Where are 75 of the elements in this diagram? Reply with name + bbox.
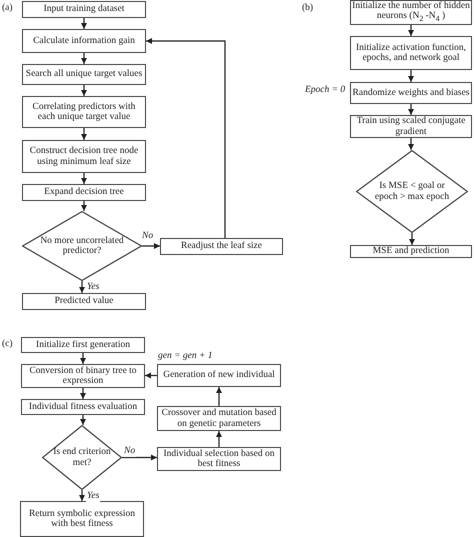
- arrow: [145, 372, 157, 378]
- process-box: [22, 96, 146, 128]
- arrow: [122, 454, 157, 460]
- arrow: [80, 415, 86, 425]
- process-box: [20, 501, 144, 537]
- process-box: [350, 82, 472, 104]
- step-text: Readjust the leaf size: [180, 241, 263, 252]
- step-text: MSE and prediction: [372, 246, 450, 257]
- step-text: Correlating predictors with each unique target value: [32, 102, 136, 122]
- process-box: [22, 1, 146, 18]
- process-box: [22, 64, 146, 85]
- arrow: [146, 38, 226, 238]
- edge-label: Yes: [86, 492, 100, 502]
- arrow: [216, 431, 222, 447]
- panel-label: (a): [2, 4, 13, 14]
- process-box: [160, 238, 283, 255]
- step-text: Initialize first generation: [35, 340, 131, 350]
- arrow: [79, 490, 85, 501]
- arrow: [81, 128, 87, 140]
- step-text: Individual fitness evaluation: [28, 402, 138, 412]
- step-text: Is end criterion met?: [52, 447, 112, 468]
- arrow: [81, 53, 87, 64]
- step-text: Expand decision tree: [43, 187, 125, 198]
- step-text: Train using scaled conjugate gradient: [356, 116, 466, 137]
- process-box: [21, 399, 145, 415]
- step-text: Crossover and mutation based on genetic parameters: [160, 408, 278, 429]
- arrow: [408, 70, 414, 82]
- arrow: [79, 281, 85, 293]
- process-box: [22, 140, 146, 173]
- step-text: Predicted value: [54, 296, 114, 307]
- edge-label: No: [123, 447, 136, 456]
- arrow: [216, 387, 222, 406]
- arrow: [408, 104, 414, 115]
- step-text: Initialize the number of hidden neurons (N$_{2}$ -N$_{4}$ ): [351, 0, 471, 24]
- annotation: gen = gen + 1: [158, 352, 213, 362]
- arrow: [80, 388, 86, 399]
- panel-label: (b): [302, 4, 314, 14]
- step-text: Initialize activation function, epochs, and network goal: [354, 42, 467, 64]
- step-text: Search all unique target values: [24, 69, 144, 80]
- process-box: [157, 447, 281, 471]
- process-box: [350, 115, 472, 138]
- step-text: No more uncorrelated predictor?: [39, 236, 125, 256]
- arrow: [81, 18, 87, 29]
- process-box: [22, 29, 146, 53]
- step-text: Is MSE < goal or epoch > max epoch: [374, 181, 450, 202]
- edge-label: No: [141, 232, 154, 242]
- step-text: Randomize weights and biases: [352, 88, 470, 98]
- arrow: [80, 353, 86, 364]
- step-text: Construct decision tree node using minimum leaf size: [28, 146, 140, 167]
- process-box: [157, 364, 281, 387]
- edge-label: Yes: [86, 283, 100, 292]
- step-text: Conversion of binary tree to expression: [28, 366, 138, 386]
- step-text: Individual selection based on best fitness: [162, 448, 276, 470]
- process-box: [21, 364, 145, 388]
- arrow: [142, 243, 160, 249]
- process-box: [22, 184, 146, 201]
- annotation: Epoch = 0: [305, 86, 346, 96]
- decision-diamond: [42, 425, 122, 490]
- arrow: [409, 233, 415, 245]
- step-text: Input training dataset: [42, 4, 126, 15]
- arrow: [81, 173, 87, 184]
- step-text: Calculate information gain: [32, 36, 136, 46]
- arrow: [81, 85, 87, 96]
- panel-label: (c): [2, 340, 13, 350]
- decision-diamond: [22, 211, 142, 281]
- process-box: [350, 245, 472, 258]
- arrow: [408, 25, 414, 36]
- process-box: [350, 36, 472, 70]
- process-box: [22, 293, 146, 310]
- decision-diamond: [356, 150, 468, 233]
- arrow: [81, 201, 87, 211]
- step-text: Return symbolic expression with best fitness: [28, 508, 136, 530]
- step-text: Generation of new individual: [162, 370, 276, 381]
- process-box: [21, 337, 145, 353]
- arrow: [408, 138, 414, 150]
